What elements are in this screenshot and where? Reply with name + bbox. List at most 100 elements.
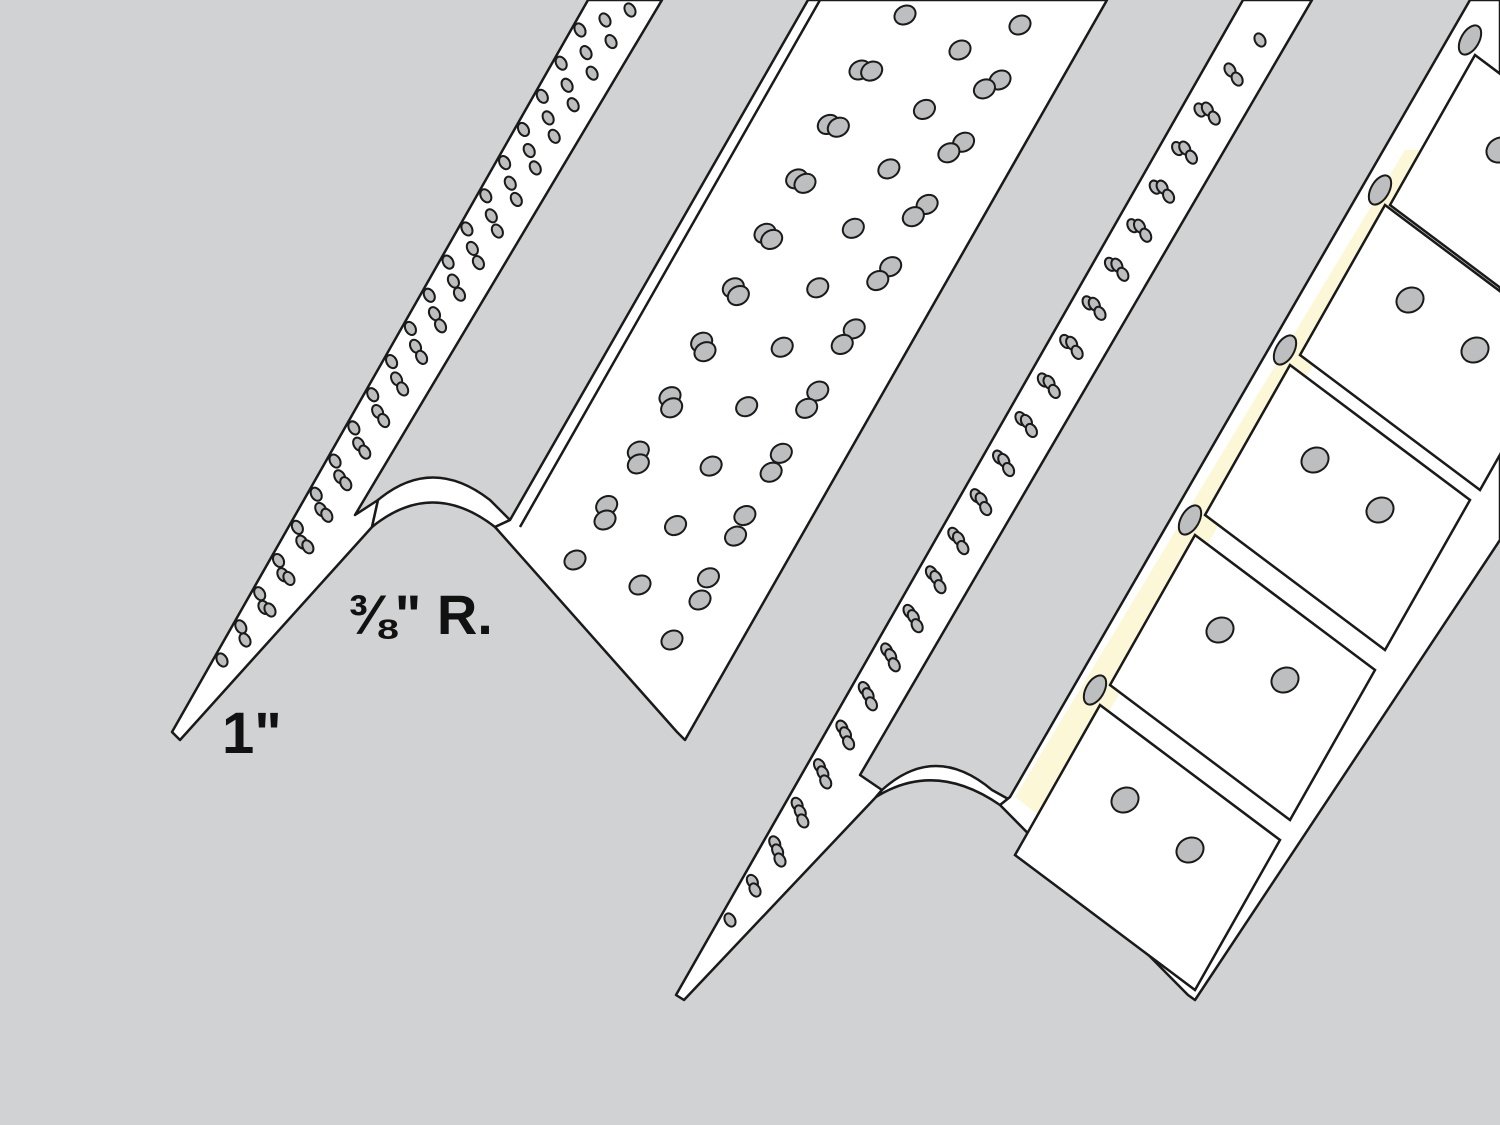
perforation-hole (628, 574, 652, 596)
perforation-hole (566, 97, 580, 113)
nail-tab (1388, 53, 1500, 290)
perforation-hole (563, 549, 587, 571)
perforation-hole (1485, 136, 1500, 164)
perforation-hole (509, 191, 523, 208)
perforation-hole (724, 525, 748, 547)
perforation-hole (1047, 383, 1061, 399)
perforation-hole (396, 381, 410, 397)
perforation-hole (490, 223, 504, 239)
perforation-hole (773, 852, 787, 868)
perforation-hole (1365, 496, 1395, 524)
perforation-hole (522, 142, 536, 159)
tab-rivet (1082, 674, 1108, 706)
flange-width-label: 1" (222, 701, 282, 766)
perforation-hole (547, 128, 561, 144)
perforation-hole (819, 774, 833, 790)
perforation-hole (593, 509, 617, 531)
perforation-hole (598, 12, 612, 28)
perforation-hole (770, 336, 794, 358)
perforation-hole (301, 539, 315, 555)
perforation-hole (979, 501, 993, 517)
perforation-hole (554, 55, 568, 71)
perforation-hole (433, 318, 448, 334)
perforation-hole (623, 2, 637, 18)
perforation-hole (841, 217, 865, 239)
perforation-hole (864, 696, 878, 712)
tab-rivet (1367, 174, 1393, 206)
perforation-hole (465, 240, 479, 256)
perforation-hole (498, 155, 512, 171)
perforation-hole (933, 579, 947, 595)
perforation-hole (1024, 422, 1038, 439)
perforation-hole (328, 453, 342, 469)
perforation-hole (626, 453, 650, 475)
perforation-hole (358, 444, 372, 460)
tab-rivet (1457, 24, 1483, 56)
perforation-hole (1093, 305, 1107, 321)
perforation-hole (877, 158, 901, 180)
perforation-hole (693, 341, 717, 363)
perforation-hole (866, 270, 890, 292)
perforation-hole (796, 813, 810, 829)
perforation-hole (860, 60, 884, 82)
nail-tab (1298, 203, 1500, 492)
perforation-hole (1300, 446, 1330, 474)
perforation-hole (503, 175, 517, 191)
perforation-hole (282, 570, 296, 586)
perforation-hole (1175, 836, 1205, 864)
right-bead-flange-a (674, 0, 1314, 1002)
perforation-hole (579, 45, 593, 61)
perforation-hole (1162, 188, 1176, 204)
perforation-hole (726, 285, 750, 307)
perforation-hole (948, 39, 972, 61)
perforation-hole (793, 172, 817, 194)
perforation-hole (696, 567, 720, 589)
perforation-hole (893, 4, 917, 26)
perforation-hole (1116, 266, 1130, 282)
perforation-hole (271, 552, 286, 569)
perforation-hole (516, 121, 531, 138)
perforation-hole (769, 442, 793, 464)
perforation-hole (604, 34, 618, 50)
perforation-hole (826, 116, 850, 138)
left-bead-nose (370, 476, 512, 529)
perforation-hole (842, 735, 856, 751)
perforation-hole (1207, 110, 1221, 126)
perforation-hole (309, 486, 323, 502)
perforation-hole (956, 540, 970, 556)
perforation-hole (660, 629, 684, 651)
perforation-hole (660, 397, 684, 419)
perforation-hole (471, 255, 485, 271)
perforation-hole (735, 396, 759, 418)
perforation-hole (937, 142, 961, 164)
perforation-hole (238, 632, 252, 648)
perforation-hole (806, 277, 830, 299)
perforation-hole (795, 397, 819, 419)
perforation-hole (760, 228, 784, 250)
perforation-hole (535, 88, 549, 104)
perforation-hole (1002, 461, 1016, 478)
perforation-hole (1230, 71, 1244, 87)
perforation-hole (748, 882, 762, 898)
perforation-hole (1253, 32, 1267, 48)
perforation-hole (415, 349, 429, 365)
perforation-hole (733, 505, 757, 527)
perforation-hole (1110, 786, 1140, 814)
perforation-hole (759, 461, 783, 483)
perforation-hole (403, 320, 417, 336)
left-bead-fold-line (518, 0, 822, 528)
perforation-hole (1270, 666, 1300, 694)
perforation-hole (912, 98, 936, 120)
perforation-hole (263, 602, 277, 618)
perforation-hole (573, 22, 587, 38)
perforation-hole (585, 65, 599, 81)
perforation-hole (452, 286, 467, 302)
perforation-hole (688, 589, 712, 611)
perforation-hole (664, 515, 688, 537)
perforation-hole (830, 333, 854, 355)
nail-tab (1108, 533, 1377, 822)
perforation-hole (385, 354, 399, 370)
perforation-hole (699, 455, 723, 477)
perforation-hole (910, 618, 924, 634)
